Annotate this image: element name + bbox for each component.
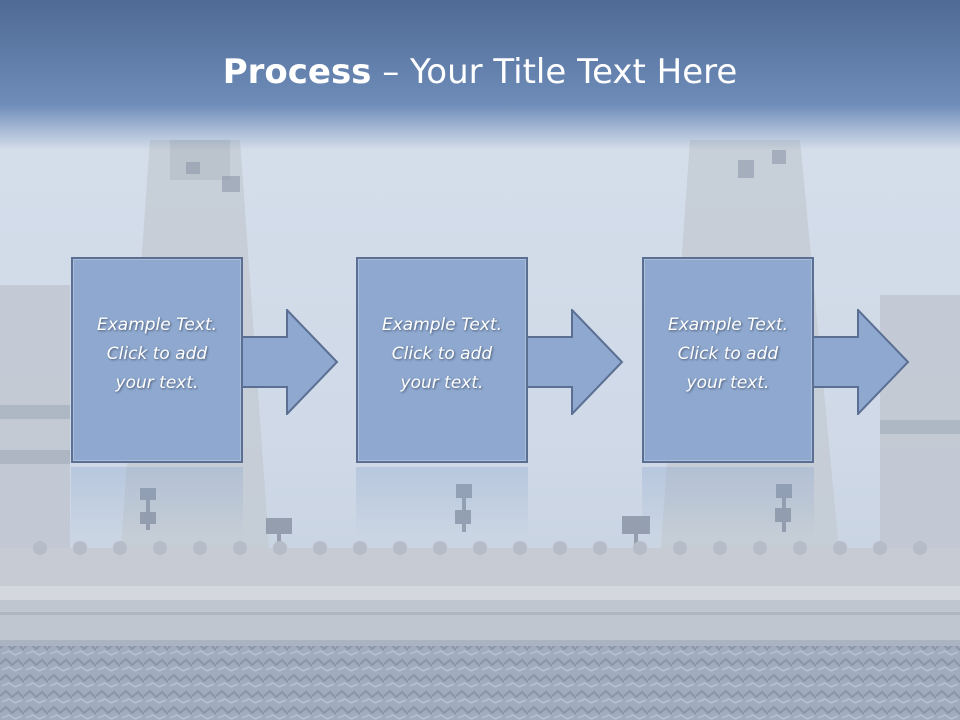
step-text-line-2: Click to add: [391, 344, 493, 364]
right-arrow-icon: [528, 309, 624, 415]
step-reflection: [71, 467, 243, 537]
step-text-line-2: Click to add: [106, 344, 208, 364]
step-text-box[interactable]: [71, 257, 243, 463]
right-arrow-icon: [814, 309, 910, 415]
step-text: Example Text. Click to add your text.: [642, 311, 814, 398]
step-reflection: [642, 467, 814, 537]
process-step-3: Example Text. Click to add your text.: [642, 257, 912, 467]
process-step-1: Example Text. Click to add your text.: [71, 257, 341, 467]
step-text-line-1: Example Text.: [96, 315, 218, 335]
step-text: Example Text. Click to add your text.: [356, 311, 528, 398]
title-bold-part: Process: [222, 52, 372, 92]
step-text-box[interactable]: [642, 257, 814, 463]
right-arrow-icon: [243, 309, 339, 415]
step-text-line-3: your text.: [115, 373, 199, 393]
slide-title[interactable]: Process – Your Title Text Here: [0, 52, 960, 92]
title-bar: [0, 0, 960, 150]
process-step-2: Example Text. Click to add your text.: [356, 257, 626, 467]
step-text-line-2: Click to add: [677, 344, 779, 364]
step-text-line-3: your text.: [686, 373, 770, 393]
step-text-line-1: Example Text.: [667, 315, 789, 335]
step-text-line-1: Example Text.: [381, 315, 503, 335]
step-text-box[interactable]: [356, 257, 528, 463]
step-text-line-3: your text.: [400, 373, 484, 393]
step-reflection: [356, 467, 528, 537]
step-text: Example Text. Click to add your text.: [71, 311, 243, 398]
title-rest-part: – Your Title Text Here: [371, 52, 738, 92]
